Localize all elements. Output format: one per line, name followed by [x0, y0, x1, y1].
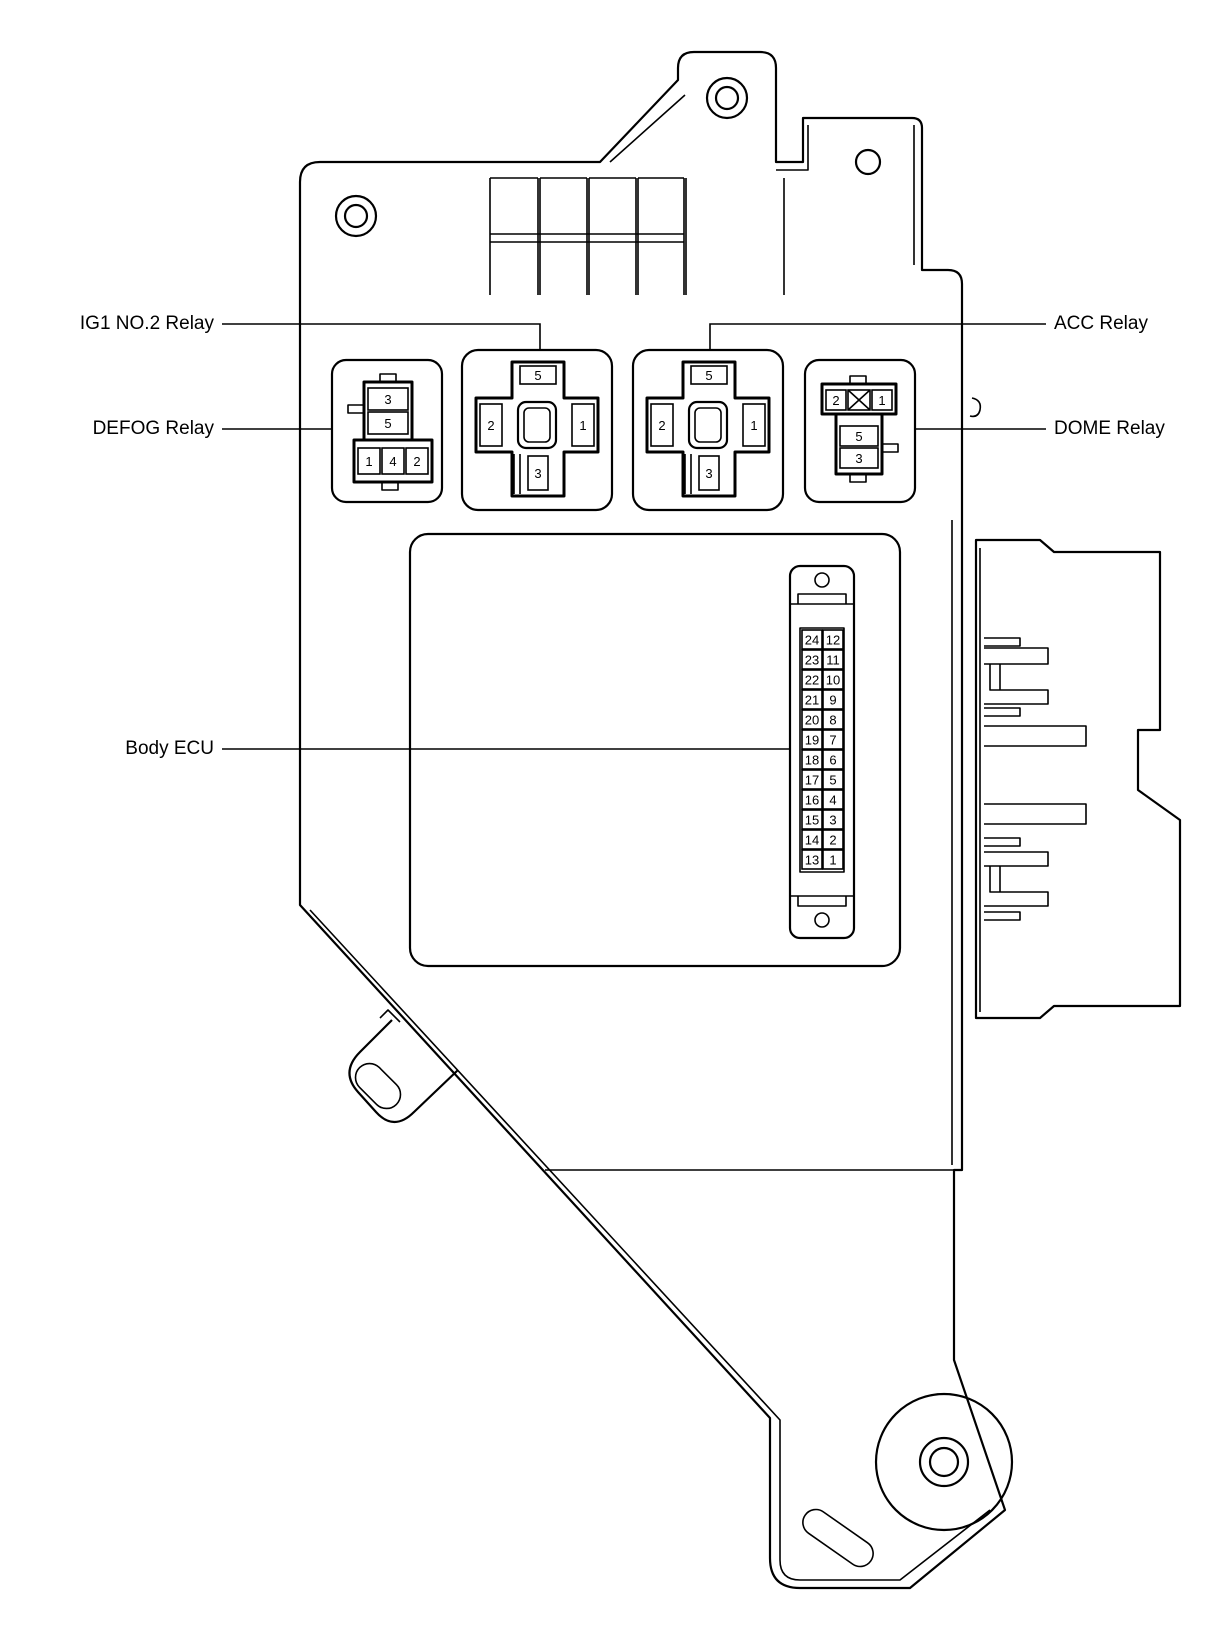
ecu-pin-cell: [801, 649, 823, 670]
ecu-pin-15: 15: [805, 812, 819, 827]
ecu-pin-cell: [801, 809, 823, 830]
ecu-pin-cell: [822, 629, 844, 650]
defog-pin-4: 4: [389, 454, 396, 469]
right-connector-block: [974, 538, 1182, 1020]
ecu-pin-cell: [822, 809, 844, 830]
ecu-pin-8: 8: [829, 712, 836, 727]
acc-pin-2: 2: [658, 418, 665, 433]
ecu-pin-cell: [822, 649, 844, 670]
ecu-pin-cell: [822, 769, 844, 790]
dome-pin-2: 2: [832, 393, 839, 408]
acc-pin-5: 5: [705, 368, 712, 383]
ecu-pin-cell: [822, 849, 844, 870]
ecu-pin-cell: [801, 669, 823, 690]
ecu-pin-20: 20: [805, 712, 819, 727]
defog-pin-2: 2: [413, 454, 420, 469]
housing-outline: [298, 50, 1007, 1590]
ecu-pin-6: 6: [829, 752, 836, 767]
dome-relay-socket: 2 1 5 3: [803, 358, 917, 504]
ecu-pin-3: 3: [829, 812, 836, 827]
label-body-ecu: Body ECU: [125, 738, 214, 759]
body-ecu-area: 24 12 23 11 22 10 21 9 20 8 19 7 18 6 17 5 16 4 15 3 14 2 13 1: [408, 532, 902, 968]
ecu-pin-18: 18: [805, 752, 819, 767]
acc-pin-1: 1: [750, 418, 757, 433]
label-dome-relay: DOME Relay: [1054, 418, 1165, 439]
ecu-pin-7: 7: [829, 732, 836, 747]
ecu-pin-2: 2: [829, 832, 836, 847]
ecu-pin-19: 19: [805, 732, 819, 747]
ecu-pin-5: 5: [829, 772, 836, 787]
defog-pin-3: 3: [384, 392, 391, 407]
defog-relay-socket: 3 5 1 4 2: [330, 358, 444, 504]
fuse-grid: [489, 177, 785, 295]
ecu-pin-cell: [801, 689, 823, 710]
ecu-pin-10: 10: [826, 672, 840, 687]
ecu-pin-cell: [801, 629, 823, 650]
ecu-pin-cell: [822, 829, 844, 850]
ecu-pin-13: 13: [805, 852, 819, 867]
ecu-pin-cell: [822, 729, 844, 750]
label-acc-relay: ACC Relay: [1054, 313, 1148, 334]
label-ig1-no2-relay: IG1 NO.2 Relay: [80, 313, 215, 334]
ecu-pin-cell: [822, 749, 844, 770]
ecu-pin-cell: [822, 789, 844, 810]
ecu-pin-21: 21: [805, 692, 819, 707]
ecu-pin-22: 22: [805, 672, 819, 687]
ecu-pin-4: 4: [829, 792, 836, 807]
defog-pin-1: 1: [365, 454, 372, 469]
dome-pin-1: 1: [878, 393, 885, 408]
acc-pin-3: 3: [705, 466, 712, 481]
ig1-pin-5: 5: [534, 368, 541, 383]
ecu-pin-16: 16: [805, 792, 819, 807]
ecu-pin-cell: [801, 769, 823, 790]
ecu-pin-cell: [801, 789, 823, 810]
ecu-pin-14: 14: [805, 832, 819, 847]
leader-lines: [222, 323, 1046, 750]
acc-relay-socket: 5 2 1 3: [631, 348, 785, 512]
ecu-pin-grid: 24 12 23 11 22 10 21 9 20 8 19 7 18 6 17 5 16 4 15 3 14 2 13 1: [801, 629, 844, 870]
ig1-pin-1: 1: [579, 418, 586, 433]
dome-pin-3: 3: [855, 451, 862, 466]
ecu-pin-12: 12: [826, 632, 840, 647]
ecu-pin-17: 17: [805, 772, 819, 787]
ecu-pin-11: 11: [826, 652, 840, 667]
ig1-pin-2: 2: [487, 418, 494, 433]
ecu-pin-cell: [801, 829, 823, 850]
ecu-pin-cell: [801, 749, 823, 770]
ecu-pin-cell: [822, 689, 844, 710]
ecu-pin-cell: [801, 849, 823, 870]
ig1-pin-3: 3: [534, 466, 541, 481]
ecu-pin-9: 9: [829, 692, 836, 707]
ig1-no2-relay-socket: 5 2 1 3: [460, 348, 614, 512]
ecu-pin-cell: [822, 709, 844, 730]
ecu-pin-1: 1: [829, 852, 836, 867]
ecu-pin-cell: [801, 729, 823, 750]
label-defog-relay: DEFOG Relay: [93, 418, 215, 439]
ecu-pin-cell: [801, 709, 823, 730]
mounting-holes: [334, 76, 1014, 1532]
dome-pin-5: 5: [855, 429, 862, 444]
ecu-pin-24: 24: [805, 632, 819, 647]
ecu-pin-23: 23: [805, 652, 819, 667]
ecu-pin-cell: [822, 669, 844, 690]
defog-pin-5: 5: [384, 416, 391, 431]
